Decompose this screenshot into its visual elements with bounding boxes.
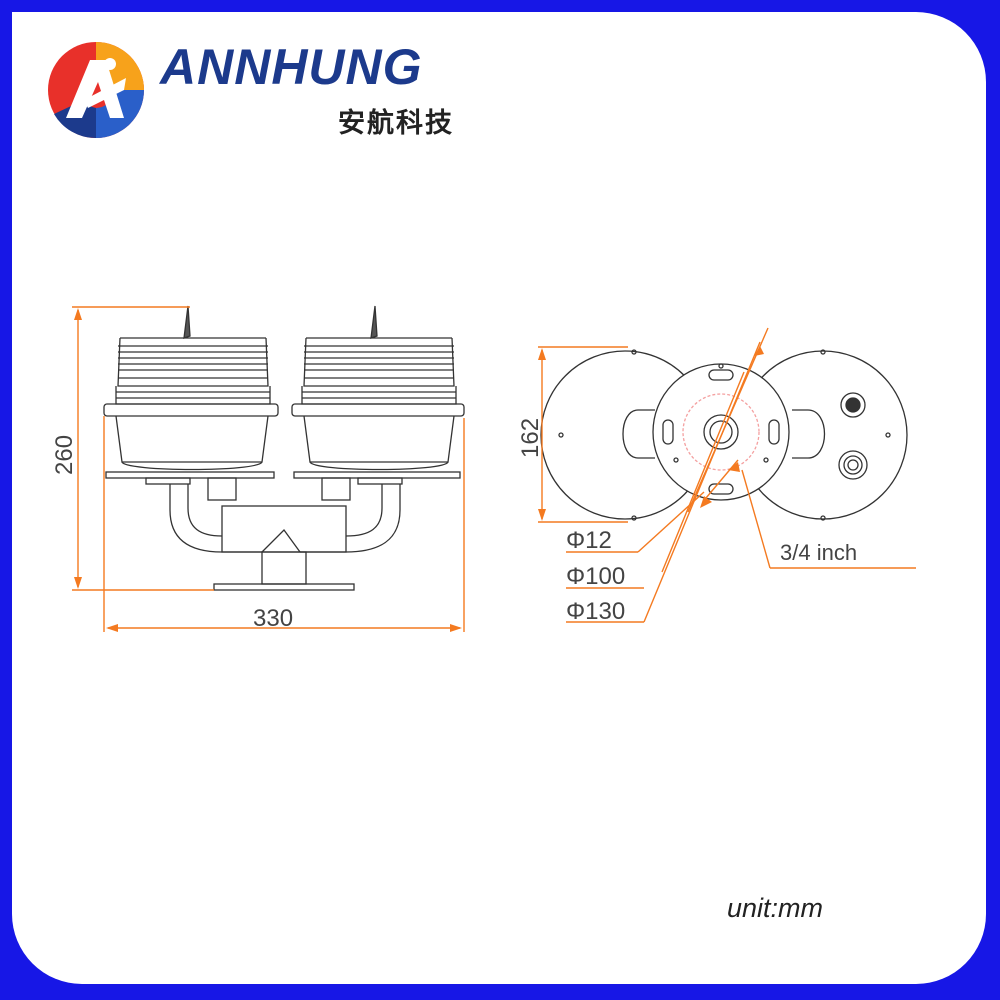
bottom-dimensions (538, 327, 916, 623)
bottom-view (540, 349, 908, 521)
thread-label: 3/4 inch (780, 540, 857, 565)
phi100-label: Φ100 (566, 563, 625, 590)
phi130-label: Φ130 (566, 598, 625, 625)
yoke-bracket (145, 477, 403, 591)
phi12-label: Φ12 (566, 527, 612, 554)
brand-name-chinese: 安航科技 (338, 108, 454, 139)
brand-name: ANNHUNG (160, 39, 423, 95)
center-bore (703, 414, 739, 450)
unit-label: unit:mm (727, 893, 824, 923)
brand-logo-icon (48, 42, 144, 139)
width-dimension-label: 330 (253, 605, 293, 632)
height-dimension-label: 260 (51, 435, 78, 475)
front-view (103, 305, 465, 591)
right-lamp (291, 305, 465, 479)
front-dimensions (72, 306, 465, 632)
left-lamp (103, 305, 279, 479)
base-diameter-label: 162 (517, 418, 544, 458)
